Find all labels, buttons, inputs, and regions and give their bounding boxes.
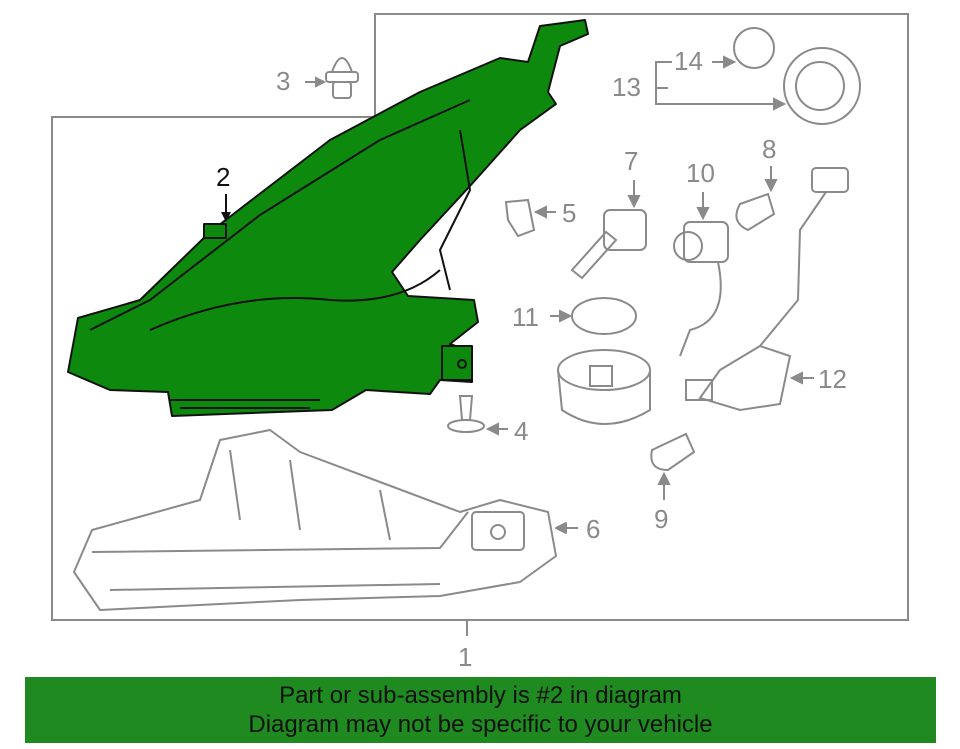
info-banner: Part or sub-assembly is #2 in diagram Di… <box>25 677 936 743</box>
gasket-part-11 <box>550 297 637 335</box>
banner-line-1: Part or sub-assembly is #2 in diagram <box>279 682 682 709</box>
clip-part-3 <box>305 57 359 99</box>
housing-part-6 <box>73 429 578 611</box>
callout-8: 8 <box>762 134 777 164</box>
callout-1: 1 <box>458 642 473 672</box>
cap-part-14 <box>712 27 775 69</box>
callout-14: 14 <box>674 46 703 76</box>
callout-12: 12 <box>818 364 847 394</box>
callout-13: 13 <box>612 72 641 102</box>
callout-11: 11 <box>512 302 539 332</box>
callout-10: 10 <box>686 158 715 188</box>
cover-part-13 <box>655 47 861 125</box>
bulb-part-7 <box>570 180 647 280</box>
callout-3: 3 <box>276 66 291 96</box>
callout-7: 7 <box>624 146 639 176</box>
bulb-part-8 <box>735 166 778 232</box>
pin-part-4 <box>447 395 508 436</box>
harness-part-12 <box>685 167 849 412</box>
ballast-unit <box>557 349 651 425</box>
leader-2 <box>221 194 231 222</box>
socket-part-10 <box>673 192 729 357</box>
callout-2: 2 <box>216 162 231 192</box>
banner-line-2: Diagram may not be specific to your vehi… <box>248 711 713 738</box>
callout-4: 4 <box>514 416 529 446</box>
bracket-part-5 <box>504 198 556 238</box>
callout-9: 9 <box>654 504 669 534</box>
diagram-frame <box>51 13 909 621</box>
headlamp-assembly-part-2[interactable] <box>67 19 589 417</box>
callout-5: 5 <box>562 198 577 228</box>
bulb-part-9 <box>650 432 696 500</box>
callout-6: 6 <box>586 514 601 544</box>
